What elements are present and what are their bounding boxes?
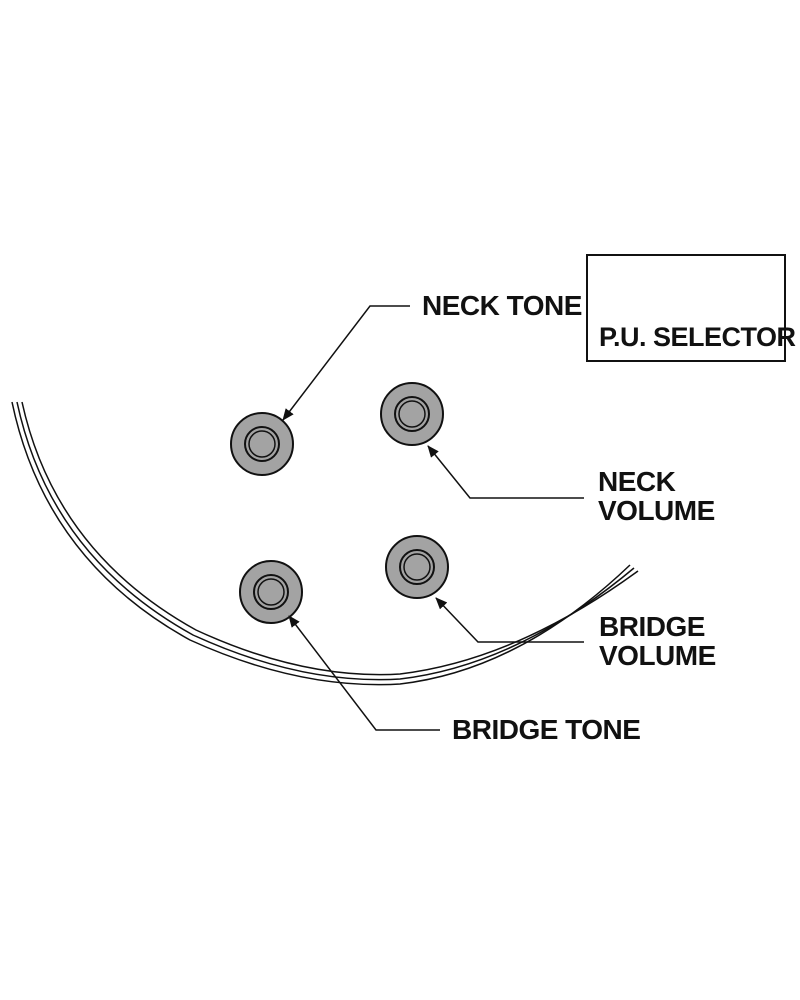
knob-icon	[385, 535, 449, 599]
bridge-tone-label: BRIDGE TONE	[452, 714, 641, 745]
knob-icon	[230, 412, 294, 476]
arrow-icon	[282, 305, 410, 421]
neck-volume-label-line1: NECK	[598, 466, 676, 497]
knob-icon	[239, 560, 303, 624]
pu-selector-label: P.U. SELECTOR	[599, 322, 796, 352]
bridge-volume-label-line2: VOLUME	[599, 640, 716, 671]
body-edge	[11, 401, 639, 686]
neck-tone-label: NECK TONE	[422, 290, 582, 321]
arrow-icon	[427, 445, 584, 499]
knob-icon	[380, 382, 444, 446]
arrow-icon	[288, 615, 440, 731]
arrow-icon	[435, 597, 584, 643]
pu-selector-box: P.U. SELECTOR	[586, 254, 796, 362]
neck-volume-label-line2: VOLUME	[598, 495, 715, 526]
bridge-volume-label-line1: BRIDGE	[599, 611, 705, 642]
